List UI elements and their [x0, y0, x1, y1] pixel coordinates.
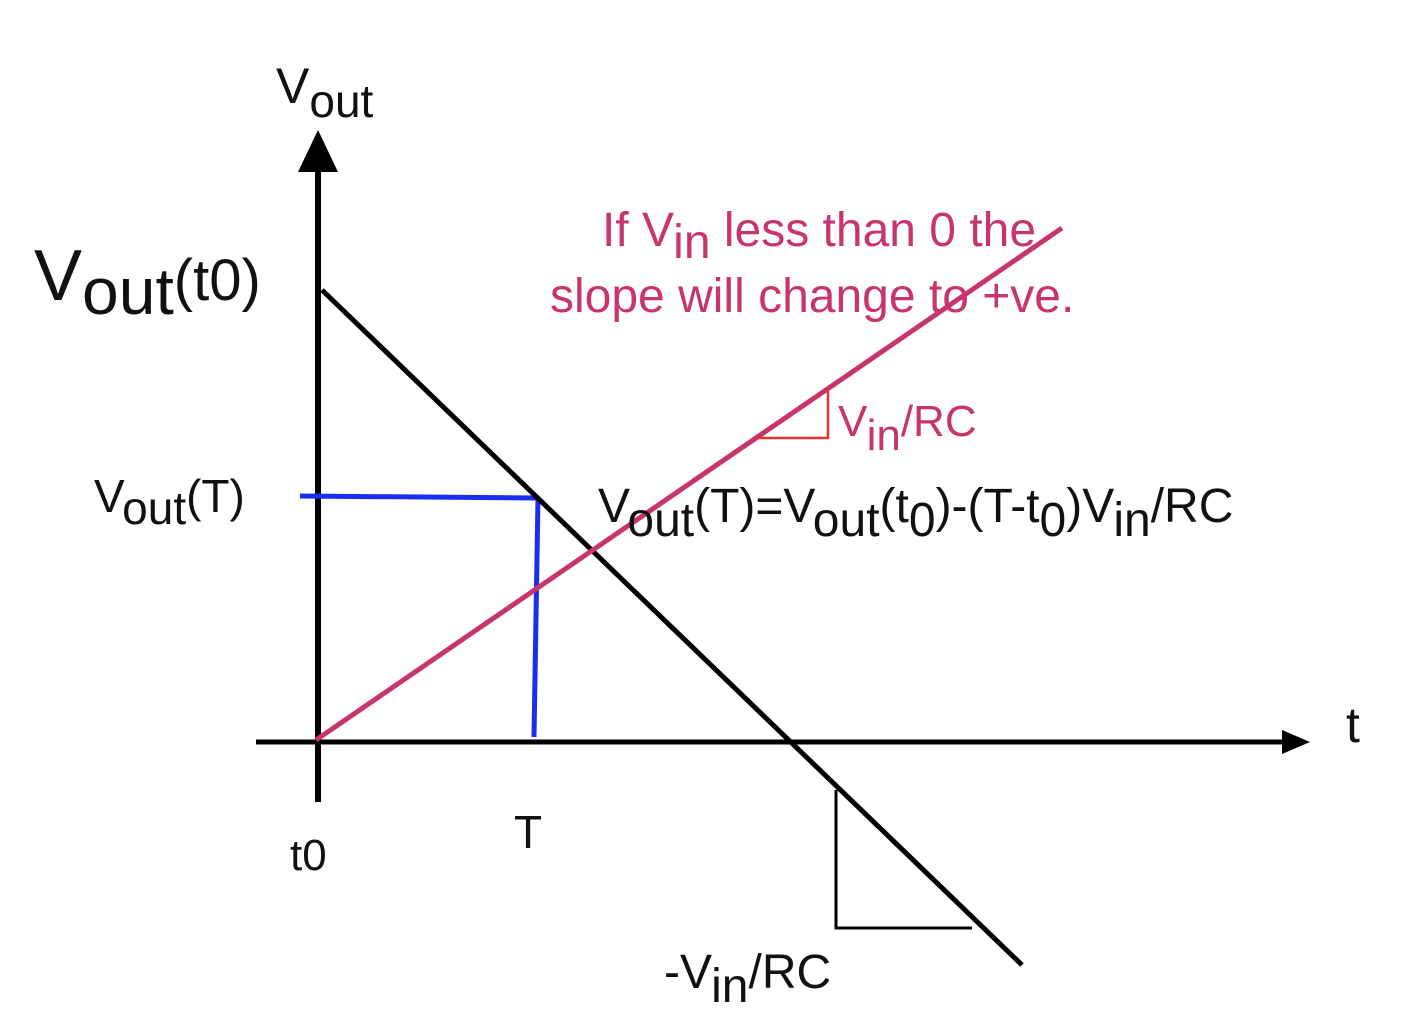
x-axis-label: t [1346, 697, 1360, 753]
increasing-output-line [314, 225, 1064, 743]
tick-label-t0: t0 [290, 831, 327, 880]
vout-T-equation: Vout(T)=Vout(t0)-(T-t0)Vin/RC [598, 480, 1233, 547]
x-axis-arrowhead [1282, 730, 1310, 754]
vout-T-construction [299, 493, 541, 738]
y-axis-label: Vout [276, 58, 374, 127]
vout-T-label: Vout(T) [94, 470, 245, 534]
positive-slope-triangle [758, 390, 830, 440]
negative-vin-note-line2: slope will change to +ve. [550, 270, 1074, 323]
negative-slope-triangle [834, 790, 972, 930]
x-axis [256, 730, 1310, 754]
tick-label-T: T [514, 806, 542, 858]
negative-slope-label: -Vin/RC [664, 946, 831, 1012]
y-axis-arrowhead [298, 130, 338, 172]
positive-slope-label: Vin/RC [838, 397, 977, 460]
T-vertical-guide [531, 497, 541, 738]
vout-T-horizontal-guide [299, 493, 539, 501]
negative-vin-note-line1: If Vin less than 0 the [602, 204, 1036, 269]
y-axis [298, 130, 338, 802]
decreasing-output-line [320, 288, 1024, 967]
vout-t0-label: Vout(t0) [34, 236, 261, 328]
